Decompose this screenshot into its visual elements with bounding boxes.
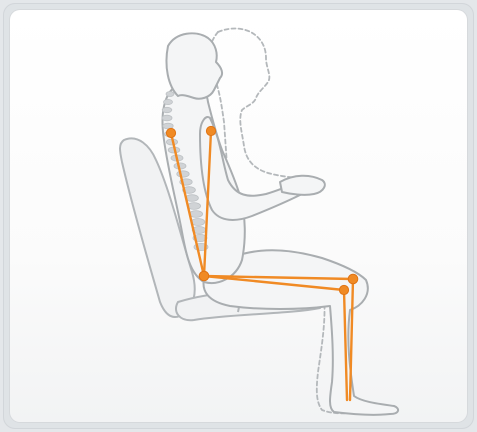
posture-illustration — [10, 10, 467, 422]
chest-joint — [206, 126, 215, 135]
figure-hand — [280, 176, 325, 195]
calf-joint — [339, 285, 348, 294]
figure-head — [166, 33, 222, 98]
hip-joint — [199, 271, 209, 281]
knee-joint — [348, 274, 358, 284]
shoulder-joint — [166, 128, 175, 137]
illustration-frame — [3, 3, 474, 429]
figure-arm — [200, 117, 308, 220]
illustration-panel — [10, 10, 467, 422]
